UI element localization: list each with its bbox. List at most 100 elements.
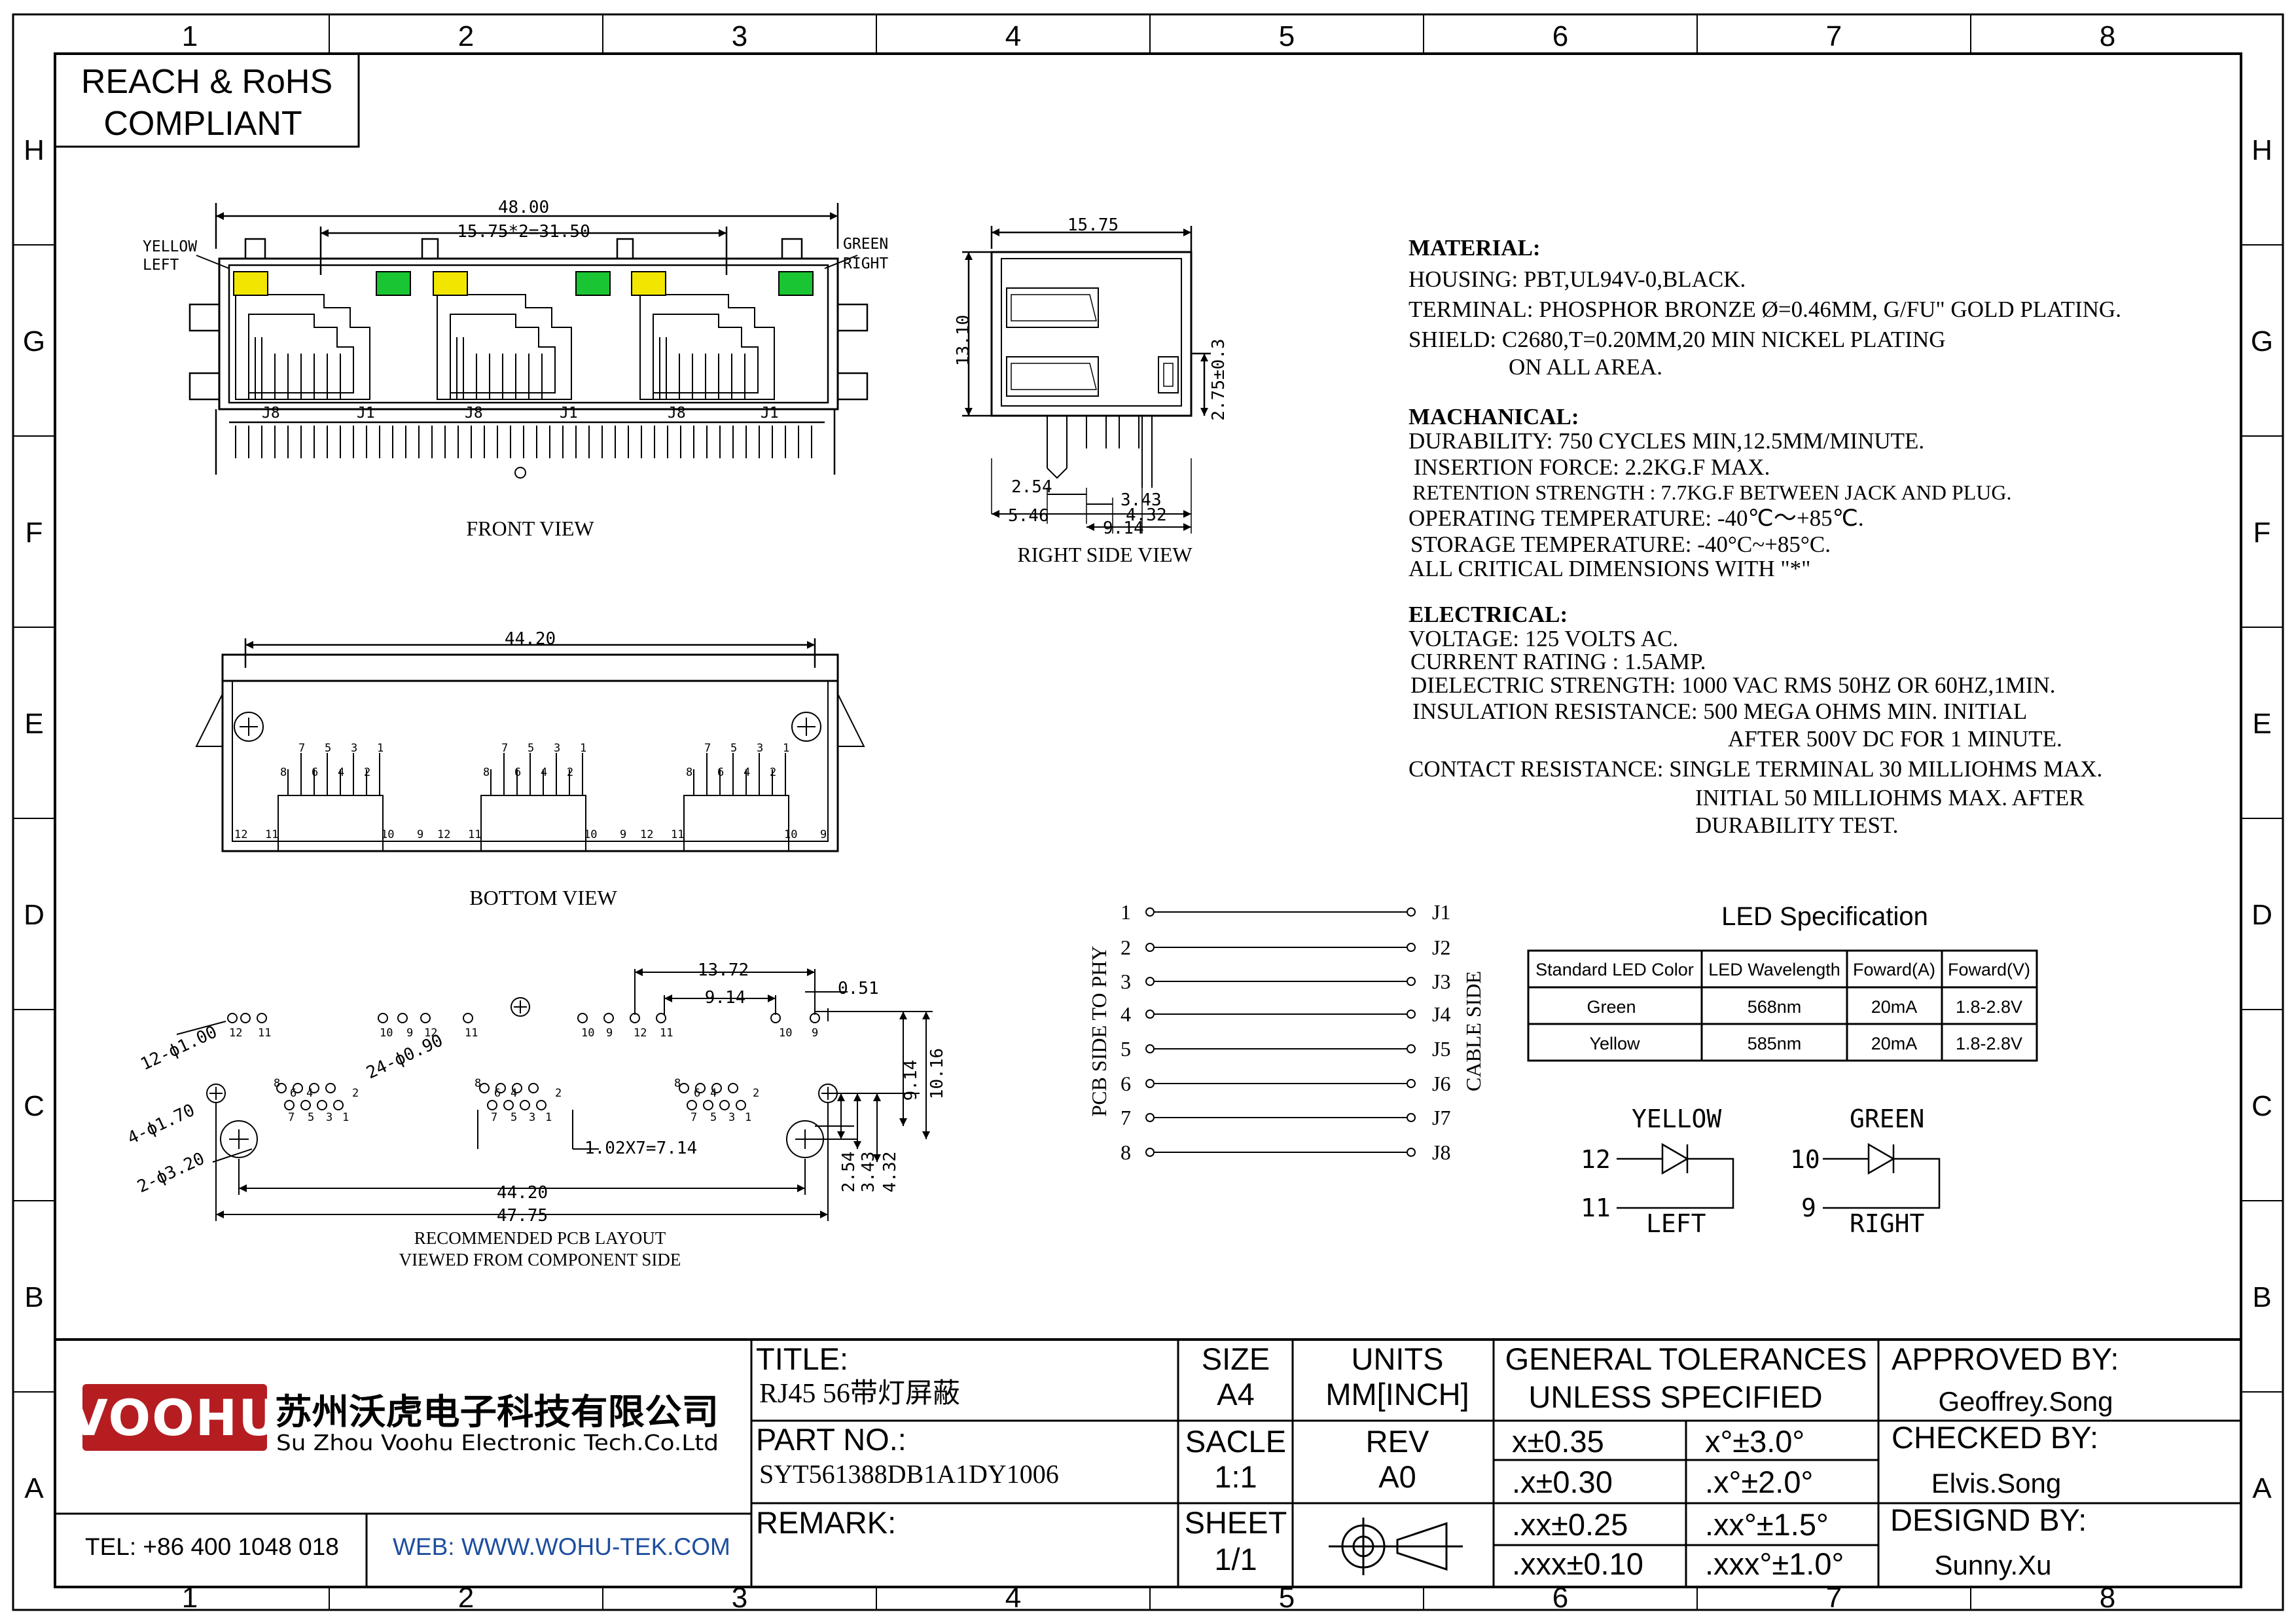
units-value: MM[INCH]	[1325, 1377, 1469, 1412]
company-info: 苏州沃虎电子科技有限公司 Su Zhou Voohu Electronic Te…	[85, 1391, 730, 1560]
company-web: WEB: WWW.WOHU-TEK.COM	[393, 1533, 730, 1560]
tolerance-cell: .x±0.30	[1512, 1465, 1613, 1499]
row-label: E	[24, 708, 43, 740]
pin: 8	[686, 766, 692, 779]
led-left-side: LEFT	[143, 257, 179, 274]
pcb-dim: 4.32	[880, 1152, 900, 1193]
border-labels: 1 2 3 4 5 6 7 8 1 2 3 4 5 6 7 8 H G F E …	[23, 20, 2273, 1614]
pcb-pin: 2	[352, 1087, 359, 1100]
row-label: B	[2252, 1281, 2271, 1313]
dim-overall-width: 48.00	[498, 198, 549, 217]
pcb-pin: 9	[812, 1027, 818, 1040]
pin: 4	[338, 766, 344, 779]
pin: 7	[501, 742, 508, 755]
led-left-color: YELLOW	[143, 238, 197, 255]
phy-side-label: PCB SIDE TO PHY	[1087, 945, 1111, 1116]
pin: 11	[671, 828, 684, 841]
pin: 1	[783, 742, 789, 755]
led-spec-cell: 1.8-2.8V	[1956, 997, 2022, 1017]
electrical-line: INITIAL 50 MILLIOHMS MAX. AFTER	[1695, 785, 2085, 811]
pcb-dim: 9.14	[901, 1060, 921, 1101]
tolerance-title: GENERAL TOLERANCES	[1505, 1341, 1867, 1376]
electrical-line: VOLTAGE: 125 VOLTS AC.	[1408, 626, 1678, 651]
pin-label: J8	[262, 405, 280, 422]
electrical-line: DURABILITY TEST.	[1695, 812, 1898, 838]
pin: 5	[528, 742, 534, 755]
phy-pin: 8	[1121, 1140, 1131, 1164]
side-dim: 4.32	[1126, 505, 1167, 525]
electrical-line: DIELECTRIC STRENGTH: 1000 VAC RMS 50HZ O…	[1410, 672, 2056, 698]
led-spec-cell: Yellow	[1589, 1034, 1640, 1053]
pcb-dim: 0.51	[838, 979, 879, 998]
pcb-pin: 3	[529, 1111, 535, 1124]
pcb-pin: 5	[710, 1111, 717, 1124]
pcb-pin: 9	[606, 1027, 613, 1040]
cable-pin: J7	[1432, 1106, 1450, 1129]
material-title: MATERIAL:	[1408, 235, 1541, 261]
led-spec-header: Standard LED Color	[1535, 960, 1694, 979]
pin-schematic	[1145, 907, 1416, 1157]
pin: 11	[468, 828, 481, 841]
pin-label: J1	[761, 405, 779, 422]
pin: 2	[364, 766, 370, 779]
front-view-text: 48.00 15.75*2=31.50 YELLOW LEFT GREEN RI…	[143, 198, 888, 540]
row-label: A	[2252, 1472, 2272, 1504]
cable-pin: J8	[1432, 1140, 1450, 1164]
pin: 3	[554, 742, 560, 755]
checked-label: CHECKED BY:	[1892, 1420, 2098, 1455]
col-label: 1	[182, 1582, 198, 1614]
checked-name: Elvis.Song	[1931, 1468, 2061, 1499]
led-spec-table: LED Specification Standard LED Color LED…	[1527, 902, 2038, 1062]
remark-label: REMARK:	[756, 1505, 896, 1540]
material-line: TERMINAL: PHOSPHOR BRONZE Ø=0.46MM, G/FU…	[1408, 297, 2121, 322]
led-yellow	[233, 271, 268, 296]
pin: 2	[567, 766, 573, 779]
mechanical-line: OPERATING TEMPERATURE: -40℃～+85℃.	[1408, 505, 1864, 531]
hole-note: 2-ϕ3.20	[134, 1149, 207, 1197]
pcb-pin: 11	[660, 1027, 673, 1040]
scale-label: SACLE	[1185, 1424, 1286, 1459]
pin: 10	[784, 828, 797, 841]
pcb-pin: 2	[753, 1087, 759, 1100]
pcb-pin: 11	[465, 1027, 478, 1040]
compliance-line2: COMPLIANT	[103, 105, 302, 143]
tolerance-cell: .x°±2.0°	[1705, 1465, 1813, 1499]
company-name-en: Su Zhou Voohu Electronic Tech.Co.Ltd	[276, 1430, 719, 1455]
pcb-pin: 1	[745, 1111, 751, 1124]
led-yellow	[631, 271, 666, 296]
title-block-text: TITLE: RJ45 56带灯屏蔽 PART NO.: SYT561388DB…	[756, 1341, 2119, 1581]
pin: 9	[820, 828, 827, 841]
pcb-dim: 9.14	[705, 988, 746, 1008]
col-label: 2	[458, 1582, 474, 1614]
tolerance-cell: x°±3.0°	[1705, 1424, 1804, 1459]
pin: 4	[541, 766, 547, 779]
units-label: UNITS	[1352, 1341, 1444, 1376]
col-label: 4	[1005, 20, 1021, 52]
pin: 6	[312, 766, 318, 779]
pcb-title-line2: VIEWED FROM COMPONENT SIDE	[399, 1250, 681, 1269]
pin: 10	[584, 828, 597, 841]
pcb-pin: 9	[406, 1027, 413, 1040]
pin-schematic-text: 1 2 3 4 5 6 7 8 J1 J2 J3 J4 J5 J6 J7 J8 …	[1087, 900, 1485, 1164]
company-name-cn: 苏州沃虎电子科技有限公司	[275, 1391, 719, 1432]
scale-value: 1:1	[1214, 1459, 1257, 1494]
yellow-led-pin: 11	[1581, 1194, 1611, 1222]
electrical-line: CURRENT RATING : 1.5AMP.	[1410, 649, 1706, 674]
pin: 6	[514, 766, 521, 779]
hole-note: 12-ϕ1.00	[137, 1022, 220, 1074]
material-line: HOUSING: PBT,UL94V-0,BLACK.	[1408, 266, 1746, 292]
col-label: 4	[1005, 1582, 1021, 1614]
tolerance-cell: .xxx±0.10	[1512, 1546, 1643, 1581]
pin: 9	[620, 828, 626, 841]
col-label: 2	[458, 20, 474, 52]
pcb-pin: 10	[380, 1027, 393, 1040]
pin: 9	[417, 828, 423, 841]
side-view-text: 15.75 13.10 2.75±0.3 2.54 5.46 3.43 4.32…	[954, 215, 1229, 566]
cable-pin: J5	[1432, 1037, 1450, 1061]
pcb-pin: 2	[555, 1087, 562, 1100]
pcb-layout	[176, 968, 933, 1221]
led-right-color: GREEN	[843, 236, 888, 253]
pcb-pin: 6	[290, 1087, 296, 1100]
pin: 5	[730, 742, 737, 755]
pcb-dim: 10.16	[927, 1048, 947, 1099]
